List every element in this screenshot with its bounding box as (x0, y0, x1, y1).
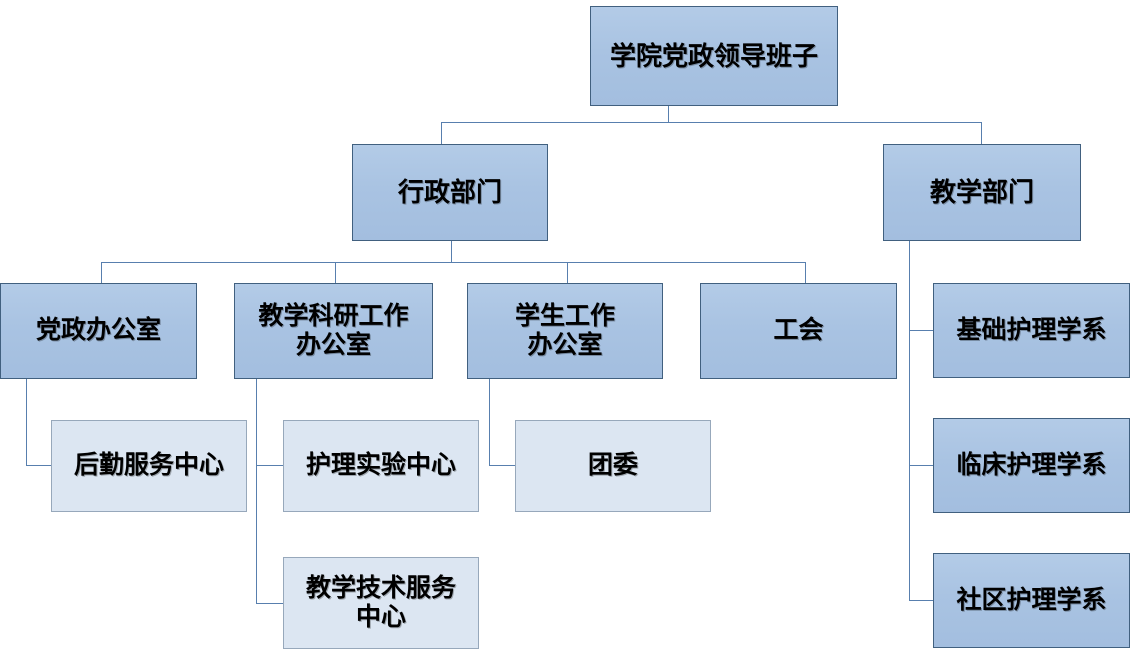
connector-office2-sub3-horizontal (256, 603, 283, 604)
node-office4-label: 工会 (773, 316, 824, 345)
node-office4[interactable]: 工会 (700, 283, 897, 379)
connector-office2-sub2-horizontal (256, 465, 283, 466)
connector-level1-bus (441, 122, 982, 123)
connector-office1-sub1-horizontal (26, 465, 52, 466)
connector-to-office4 (805, 262, 806, 283)
connector-to-admin (441, 122, 442, 145)
connector-teach-dept2-horizontal (909, 465, 933, 466)
connector-to-office1 (101, 262, 102, 283)
node-sub1-label: 后勤服务中心 (73, 451, 224, 480)
connector-office2-trunk (256, 378, 257, 604)
node-teach[interactable]: 教学部门 (883, 144, 1081, 241)
node-sub1[interactable]: 后勤服务中心 (51, 420, 247, 512)
connector-teach-trunk (909, 240, 910, 600)
node-dept1[interactable]: 基础护理学系 (933, 283, 1130, 378)
node-sub3[interactable]: 教学技术服务 中心 (283, 557, 479, 649)
node-sub4[interactable]: 团委 (515, 420, 711, 512)
connector-office3-sub4-vertical (489, 378, 490, 465)
connector-to-office3 (567, 262, 568, 283)
connector-to-teach (981, 122, 982, 145)
connector-root-down (668, 105, 669, 123)
node-office3-label: 学生工作 办公室 (514, 301, 615, 360)
node-office1-label: 党政办公室 (35, 316, 161, 345)
node-sub2-label: 护理实验中心 (305, 451, 456, 480)
node-root[interactable]: 学院党政领导班子 (590, 6, 838, 106)
node-office2[interactable]: 教学科研工作 办公室 (234, 283, 433, 379)
node-teach-label: 教学部门 (929, 177, 1034, 208)
connector-level2-bus (101, 262, 806, 263)
node-office1[interactable]: 党政办公室 (0, 283, 197, 379)
connector-admin-down (451, 240, 452, 263)
node-sub2[interactable]: 护理实验中心 (283, 420, 479, 512)
node-admin[interactable]: 行政部门 (352, 144, 548, 241)
connector-teach-dept3-horizontal (909, 600, 933, 601)
node-dept2[interactable]: 临床护理学系 (933, 418, 1130, 513)
node-office3[interactable]: 学生工作 办公室 (467, 283, 663, 379)
connector-office3-sub4-horizontal (489, 465, 515, 466)
node-dept3[interactable]: 社区护理学系 (933, 553, 1130, 648)
connector-office1-sub1-vertical (26, 378, 27, 465)
node-office2-label: 教学科研工作 办公室 (258, 301, 409, 360)
node-sub4-label: 团委 (587, 451, 638, 480)
node-admin-label: 行政部门 (397, 177, 502, 208)
connector-teach-dept1-horizontal (909, 330, 933, 331)
node-sub3-label: 教学技术服务 中心 (305, 573, 456, 632)
node-dept3-label: 社区护理学系 (956, 585, 1107, 614)
node-root-label: 学院党政领导班子 (609, 40, 818, 71)
connector-to-office2 (335, 262, 336, 283)
node-dept2-label: 临床护理学系 (956, 450, 1107, 479)
node-dept1-label: 基础护理学系 (956, 315, 1107, 344)
